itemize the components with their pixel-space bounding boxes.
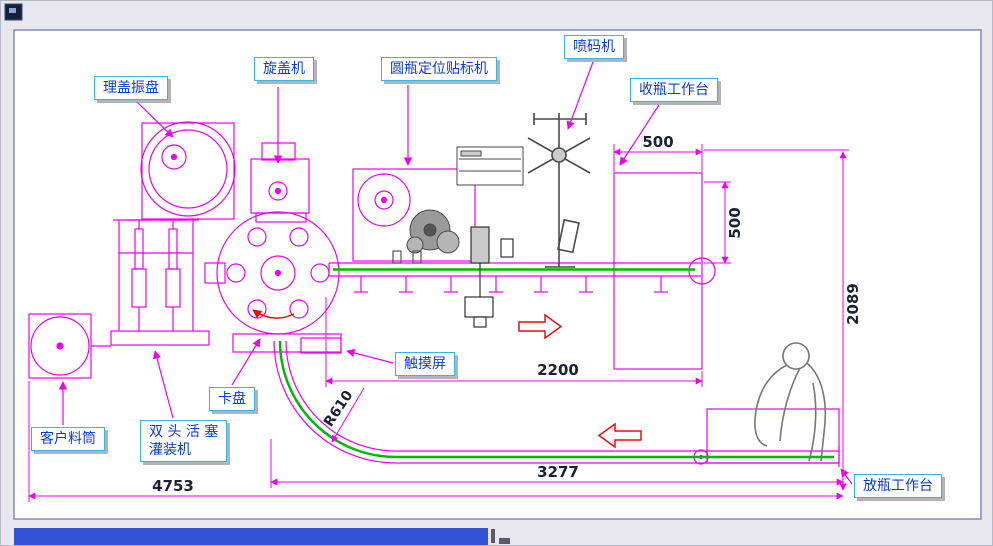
piston-filler: [110, 219, 210, 346]
callout-touchscreen: 触摸屏: [395, 352, 455, 377]
dim-text-500-top: 500: [642, 133, 673, 151]
callout-customer-barrel: 客户料筒: [31, 427, 105, 452]
touchscreen-panel: [300, 337, 342, 354]
bottom-resize-glyphs: [491, 529, 510, 544]
filling-head-station: [392, 226, 514, 328]
leader-touchscreen: [346, 348, 394, 364]
callout-chuck-label: 卡盘: [218, 391, 246, 407]
rotation-arrow: [252, 309, 295, 319]
leader-chuck: [231, 338, 261, 386]
callout-place-table: 放瓶工作台: [854, 474, 942, 499]
rotary-table: [204, 211, 342, 353]
conveyor-belt-lines: [278, 268, 834, 459]
operator-figure: [754, 342, 827, 462]
callout-inkjet-label: 喷码机: [573, 39, 615, 55]
callout-filler-label-line2: 灌装机: [149, 442, 191, 459]
customer-barrel: [28, 313, 111, 379]
callout-collect-table-label: 收瓶工作台: [639, 82, 709, 98]
dim-text-2089: 2089: [844, 283, 862, 325]
callout-filler: 双 头 活 塞 灌装机: [140, 420, 228, 463]
callout-collect-table: 收瓶工作台: [630, 78, 718, 103]
callout-cap-feeder-label: 理盖振盘: [103, 80, 159, 96]
bottom-blue-bar: [14, 528, 488, 545]
leader-place-table: [840, 468, 853, 485]
place-worktable: [706, 408, 840, 464]
labeler-gear-cluster: [406, 209, 460, 254]
callout-place-table-label: 放瓶工作台: [863, 478, 933, 494]
cap-vibration-plate: [140, 121, 236, 220]
callout-filler-label-line1: 双 头 活 塞: [149, 424, 219, 440]
callout-touchscreen-label: 触摸屏: [404, 356, 446, 372]
dim-text-500-right: 500: [726, 207, 744, 238]
dim-text-4753: 4753: [152, 477, 194, 495]
dim-text-2200: 2200: [537, 361, 579, 379]
dim-r610: [331, 387, 365, 443]
control-panel: [456, 146, 524, 186]
dim-500-right: [704, 181, 731, 264]
labeling-machine: [352, 168, 476, 262]
callout-cap-feeder: 理盖振盘: [94, 76, 168, 101]
dim-2089: [704, 149, 849, 491]
flow-arrow-left: [597, 422, 642, 449]
leader-collect-table: [619, 104, 660, 166]
callout-capper: 旋盖机: [254, 57, 314, 82]
leader-filler: [152, 350, 174, 419]
inkjet-printer: [527, 113, 591, 268]
leader-inkjet: [566, 61, 594, 130]
callout-customer-barrel-label: 客户料筒: [40, 431, 96, 447]
app-icon: [4, 3, 23, 21]
dim-text-3277: 3277: [537, 463, 579, 481]
dim-2200: [325, 297, 703, 387]
dim-4753: [28, 381, 844, 502]
chuck-bracket: [204, 262, 226, 284]
flow-arrow-right: [518, 313, 563, 340]
capping-machine: [250, 142, 310, 223]
dim-3277: [270, 439, 844, 488]
callout-capper-label: 旋盖机: [263, 61, 305, 77]
callout-labeler: 圆瓶定位贴标机: [381, 57, 497, 82]
callout-chuck: 卡盘: [209, 387, 255, 412]
callout-inkjet: 喷码机: [564, 35, 624, 60]
callout-labeler-label: 圆瓶定位贴标机: [390, 61, 488, 77]
main-conveyor: [328, 257, 716, 293]
leader-cap-feeder: [136, 101, 174, 138]
collect-worktable: [613, 172, 703, 370]
